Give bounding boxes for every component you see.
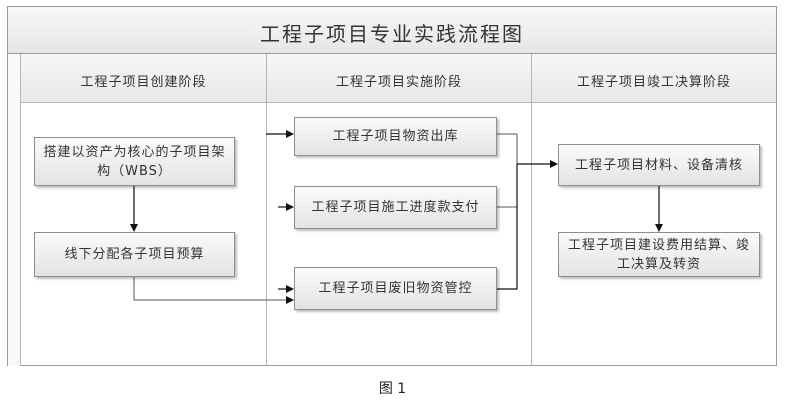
box-materials-out: 工程子项目物资出库 xyxy=(294,117,497,156)
arrow-budget-to-scrap xyxy=(133,277,294,304)
column-divider-2 xyxy=(531,54,532,366)
column-header-row: 工程子项目创建阶段 工程子项目实施阶段 工程子项目竣工决算阶段 xyxy=(21,54,776,103)
box-progress-payment: 工程子项目施工进度款支付 xyxy=(294,186,497,229)
box-wbs: 搭建以资产为核心的子项目架构（WBS） xyxy=(34,137,235,186)
box-settlement: 工程子项目建设费用结算、竣工决算及转资 xyxy=(558,232,760,277)
connector-progress-payment xyxy=(497,164,518,208)
column-header-implementation: 工程子项目实施阶段 xyxy=(335,75,462,90)
diagram-title: 工程子项目专业实践流程图 xyxy=(260,22,524,46)
column-divider-1 xyxy=(266,54,267,366)
box-inventory-check: 工程子项目材料、设备清核 xyxy=(558,144,760,186)
box-scrap-control: 工程子项目废旧物资管控 xyxy=(294,267,497,310)
box-budget: 线下分配各子项目预算 xyxy=(34,232,235,277)
connector-scrap-control xyxy=(497,164,518,290)
column-header-settlement: 工程子项目竣工决算阶段 xyxy=(576,75,731,90)
lane-strip xyxy=(8,54,21,366)
column-header-creation: 工程子项目创建阶段 xyxy=(80,75,207,90)
flowchart-frame xyxy=(7,6,777,366)
connector-materials-out xyxy=(497,133,518,164)
figure-caption: 图 1 xyxy=(378,381,407,397)
title-bar: 工程子项目专业实践流程图 xyxy=(8,7,776,54)
